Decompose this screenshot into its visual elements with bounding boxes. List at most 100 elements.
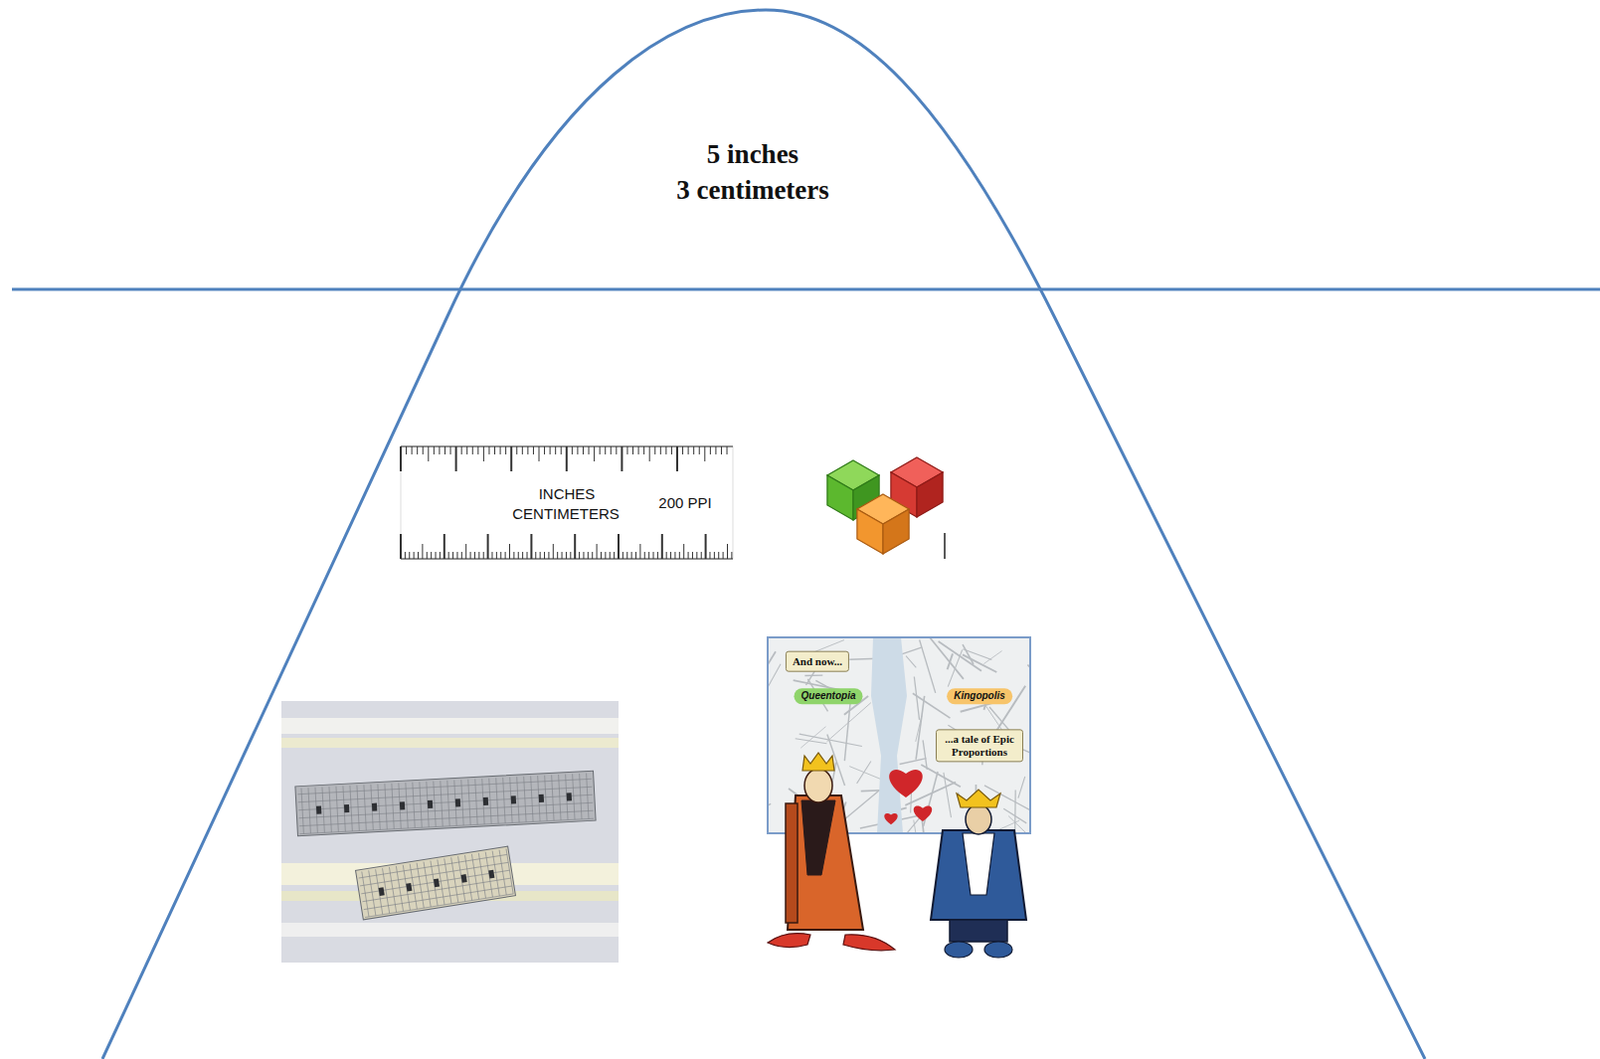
- map-street: [827, 703, 872, 742]
- map-street: [913, 677, 919, 720]
- ruler-tick: [671, 446, 673, 455]
- ruler-tick: [474, 551, 476, 559]
- ruler-tick: [683, 543, 685, 559]
- photo-ruler-grid: [299, 818, 594, 834]
- queen-cape: [785, 803, 798, 923]
- ruler-tick: [556, 551, 558, 559]
- bell-curve: [102, 9, 1425, 1059]
- ruler-tick: [466, 446, 468, 455]
- photo-ruler-grid: [299, 802, 594, 818]
- ruler-tick: [626, 446, 628, 455]
- photo-ruler-grid: [388, 867, 396, 912]
- ruler-tick: [500, 446, 502, 455]
- photo-ruler-grid: [461, 779, 464, 826]
- photo-ruler-grid: [423, 862, 431, 907]
- ruler-tick: [427, 446, 429, 462]
- ruler-tick: [565, 446, 568, 472]
- map-street: [1018, 776, 1026, 799]
- photo-ruler-grid: [301, 788, 304, 835]
- ruler-tick: [413, 551, 415, 559]
- ruler-tick: [530, 533, 533, 559]
- king-face: [965, 804, 992, 835]
- photo-ruler-grid: [405, 782, 408, 829]
- photo-ruler-mark: [538, 794, 544, 803]
- map-streets: [767, 637, 1031, 834]
- ruler-tick: [538, 446, 540, 462]
- photo-ruler-grid: [447, 780, 450, 827]
- ruler-tick: [582, 446, 584, 455]
- photo-ruler-mark: [427, 800, 433, 809]
- photo-ruler-mark: [316, 806, 322, 815]
- ruler-tick: [596, 543, 598, 559]
- ruler-tick: [638, 446, 640, 455]
- ruler-tick: [488, 446, 490, 455]
- map-street: [943, 772, 952, 818]
- ruler-tick: [405, 446, 407, 455]
- ruler-edge: [400, 558, 733, 560]
- photo-ruler-grid: [475, 778, 478, 825]
- photo-ruler-grid: [478, 853, 486, 898]
- ruler-tick: [604, 446, 606, 455]
- ruler-tick: [674, 551, 676, 559]
- photo-ruler-grid: [361, 871, 369, 916]
- ruler-tick: [465, 543, 467, 559]
- scroll-text: And now...: [785, 651, 850, 673]
- photo-ruler-grid: [308, 787, 311, 834]
- cube-right: [916, 472, 943, 518]
- photo-ruler-mark: [405, 883, 412, 892]
- photo-ruler-grid: [416, 863, 424, 908]
- ruler-tick: [455, 446, 458, 472]
- queen-face: [804, 768, 833, 803]
- ruler-tick: [404, 551, 406, 559]
- photo-ruler: [355, 846, 517, 920]
- ruler-tick: [705, 533, 708, 559]
- ruler-tick: [599, 446, 601, 455]
- photo-ruler-grid: [391, 783, 394, 830]
- map-street: [767, 651, 776, 704]
- photo-ruler-mark: [483, 797, 489, 806]
- ruler-tick: [593, 446, 595, 462]
- photo-ruler-mark: [371, 803, 377, 812]
- king-legs: [949, 919, 1008, 942]
- ruler-tick: [516, 446, 518, 455]
- ruler-tick: [448, 551, 450, 559]
- ruler-tick: [591, 551, 593, 559]
- ruler-tick: [613, 551, 615, 559]
- photo-ruler-grid: [336, 786, 339, 833]
- photo-ruler-mark: [433, 879, 440, 889]
- photo-ruler-grid: [524, 776, 527, 823]
- photo-ruler-mark: [399, 801, 405, 810]
- ruler-tick: [713, 551, 715, 559]
- ruler-tick: [699, 446, 701, 455]
- ruler-tick: [408, 551, 410, 559]
- ruler-tick: [631, 551, 633, 559]
- ruler-tick: [456, 551, 458, 559]
- ruler-tick: [561, 551, 563, 559]
- ruler-tick: [588, 446, 590, 455]
- ruler-tick: [543, 551, 545, 559]
- ruler-tick: [688, 446, 690, 455]
- photo-ruler-grid: [517, 776, 520, 823]
- ruler-tick: [500, 551, 502, 559]
- photo-ruler-grid: [506, 848, 514, 893]
- place-tag: Queentopia: [793, 688, 863, 705]
- ruler-label: 200 PPI: [658, 494, 712, 512]
- ruler-tick: [682, 446, 684, 455]
- ruler-tick: [615, 446, 617, 455]
- cube-left: [857, 509, 884, 554]
- ruler-tick: [710, 446, 712, 455]
- photo-ruler-grid: [298, 786, 593, 802]
- map-street: [915, 715, 922, 742]
- ruler-tick: [714, 446, 716, 455]
- ruler-tick: [522, 551, 524, 559]
- map-street: [938, 641, 982, 672]
- ruler-tick: [600, 551, 602, 559]
- ruler-tick: [472, 446, 474, 455]
- ruler-tick: [622, 551, 624, 559]
- ruler-tick: [416, 446, 418, 455]
- ruler-tick: [470, 551, 472, 559]
- ruler-tick: [478, 551, 480, 559]
- photo-ruler-grid: [299, 810, 594, 826]
- ruler-tick: [450, 446, 452, 455]
